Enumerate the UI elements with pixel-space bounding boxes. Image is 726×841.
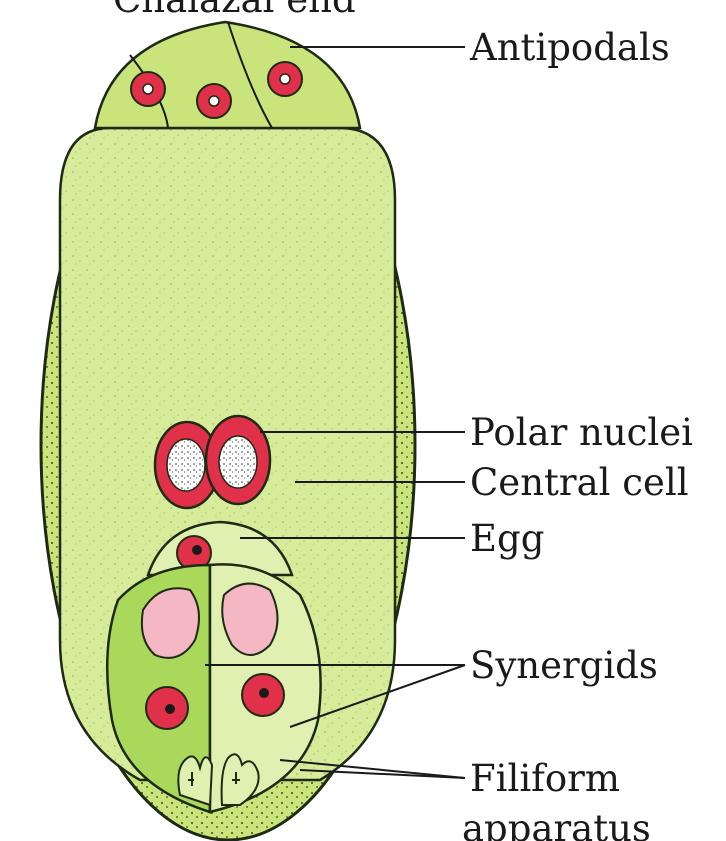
synergid-nucleus-left [145,686,189,730]
polar-nucleus-right [204,414,272,506]
filiform-leader-2 [299,769,466,779]
synergid-vacuole-left [140,587,200,659]
label-apparatus: apparatus [462,807,651,841]
antipodal-cell-divider-2 [227,21,273,129]
antipodal-nucleus-1 [130,71,166,107]
synergid-nucleus-right [241,673,285,717]
synergids-leader-2 [289,664,466,728]
label-egg: Egg [470,517,544,560]
antipodal-nucleus-2 [196,83,232,119]
egg-nucleus [176,535,212,571]
filiform-apparatus [177,753,260,807]
filiform-leader-1 [279,759,466,779]
label-polar-nuclei: Polar nuclei [470,411,693,454]
label-synergids: Synergids [470,644,658,687]
antipodal-nucleus-3 [267,61,303,97]
label-chalazal-end: Chalazal end [113,0,356,21]
synergid-vacuole-right [221,582,279,656]
antipodal-region [93,20,362,130]
label-filiform: Filiform [470,757,620,800]
label-central-cell: Central cell [470,461,689,504]
label-antipodals: Antipodals [469,26,670,69]
